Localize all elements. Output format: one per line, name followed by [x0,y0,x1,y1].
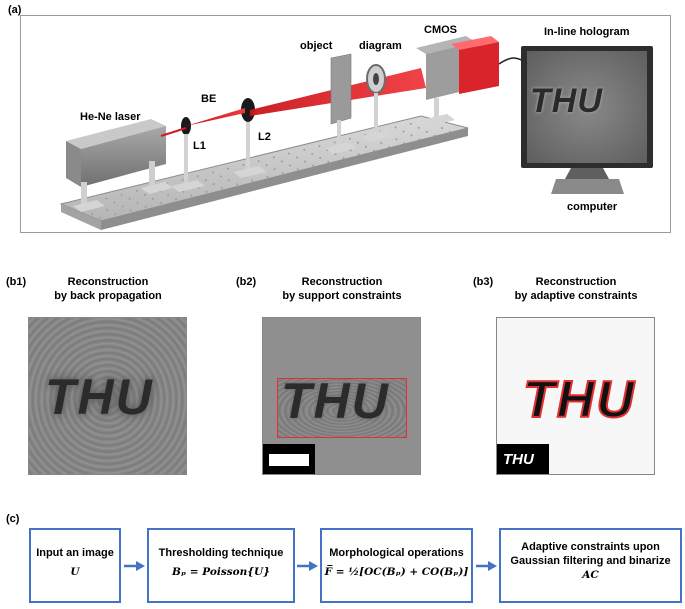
recon-title-b3: Reconstruction by adaptive constraints [476,275,676,303]
recon-title-b3-line2: by adaptive constraints [514,290,638,302]
object-label: object [300,40,333,52]
flow-step-morphology-formula: F̅ = ½[OC(Bₚ) + CO(Bₚ)] [324,566,469,578]
panel-label-b3: (b3) [473,276,494,288]
cmos-camera [416,36,530,126]
adaptive-mask-text: THU [503,451,534,468]
recon-text-b2: THU [281,373,390,429]
flow-step-threshold: Thresholding technique Bₚ = Poisson{U} [147,528,295,603]
adaptive-mask-inset: THU [497,444,549,474]
setup-frame [20,15,671,233]
l2-label: L2 [258,131,271,143]
laser-label: He-Ne laser [80,111,141,123]
lens-l2 [233,98,267,178]
diagram-aperture [361,64,393,142]
recon-text-b1: THU [45,369,154,425]
recon-title-b2: Reconstruction by support constraints [242,275,442,303]
he-ne-laser [66,119,173,212]
flow-arrow-3 [476,561,497,571]
hologram-label: In-line hologram [544,26,630,38]
recon-image-b1: THU [28,317,187,475]
l1-label: L1 [193,140,206,152]
flow-arrow-1 [124,561,145,571]
flow-step-morphology-title: Morphological operations [329,547,464,559]
flow-step-input-title: Input an image [36,547,114,559]
support-mask-inset [263,444,315,474]
flow-step-threshold-formula: Bₚ = Poisson{U} [172,566,270,578]
recon-image-b2: THU [262,317,421,475]
recon-image-b3: THU THU [496,317,655,475]
recon-title-b1-line2: by back propagation [54,290,162,302]
panel-label-b1: (b1) [6,276,27,288]
panel-label-c: (c) [6,513,20,525]
hologram-text: THU [530,82,603,120]
support-mask-white [269,454,309,466]
flow-step-morphology: Morphological operations F̅ = ½[OC(Bₚ) +… [320,528,473,603]
computer-monitor [521,46,653,194]
support-box [277,378,407,438]
recon-title-b3-line1: Reconstruction [535,276,617,288]
object-plate [325,53,357,154]
optical-setup-illustration [59,36,653,230]
computer-label: computer [567,201,618,213]
recon-title-b1: Reconstruction by back propagation [8,275,208,303]
cmos-label: CMOS [424,24,457,36]
flow-arrow-2 [297,561,318,571]
flow-step-adaptive: Adaptive constraints upon Gaussian filte… [499,528,682,603]
recon-title-b2-line1: Reconstruction [301,276,383,288]
panel-label-b2: (b2) [236,276,257,288]
optical-table [59,115,469,230]
be-label: BE [201,93,217,105]
recon-title-b2-line2: by support constraints [282,290,402,302]
flow-step-input-formula: U [70,566,80,578]
panel-label-a: (a) [8,4,22,16]
flow-step-input: Input an image U [29,528,121,603]
flow-step-adaptive-title: Adaptive constraints upon Gaussian filte… [510,541,671,567]
flow-step-adaptive-formula: AC [582,569,599,581]
recon-title-b1-line1: Reconstruction [67,276,149,288]
diagram-label: diagram [359,40,402,52]
flow-step-threshold-title: Thresholding technique [158,547,284,559]
recon-text-b3: THU [522,370,636,430]
